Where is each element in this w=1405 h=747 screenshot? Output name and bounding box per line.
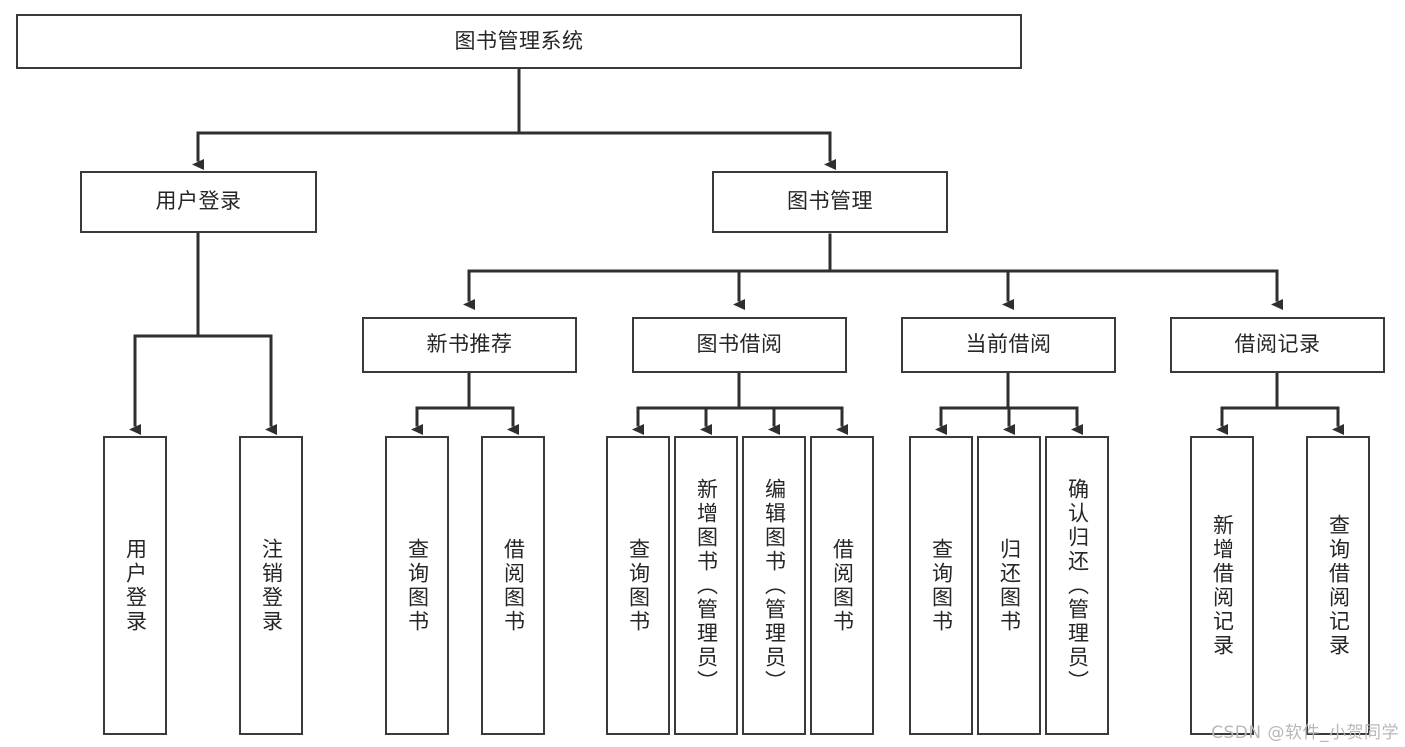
node-borrow-record[interactable]: 借阅记录: [1170, 317, 1385, 373]
node-leaf-label: 查询图书: [405, 537, 430, 634]
node-new-book-recommend[interactable]: 新书推荐: [362, 317, 577, 373]
node-leaf-new-book-query[interactable]: 查询图书: [385, 436, 449, 735]
node-leaf-label: 确认归还（管理员）: [1065, 477, 1090, 694]
node-leaf-user-login-logout[interactable]: 注销登录: [239, 436, 303, 735]
node-book-manage[interactable]: 图书管理: [712, 171, 948, 233]
node-leaf-label: 查询借阅记录: [1326, 513, 1351, 658]
node-leaf-book-borrow-edit[interactable]: 编辑图书（管理员）: [742, 436, 806, 735]
node-leaf-book-borrow-add[interactable]: 新增图书（管理员）: [674, 436, 738, 735]
node-leaf-label: 用户登录: [123, 537, 148, 634]
node-root-label: 图书管理系统: [454, 28, 584, 53]
node-current-borrow[interactable]: 当前借阅: [901, 317, 1116, 373]
watermark: CSDN @软件_小贺同学: [1211, 723, 1399, 743]
node-leaf-current-borrow-confirm[interactable]: 确认归还（管理员）: [1045, 436, 1109, 735]
node-book-manage-label: 图书管理: [787, 189, 873, 214]
node-leaf-label: 归还图书: [997, 537, 1022, 634]
node-leaf-new-book-borrow[interactable]: 借阅图书: [481, 436, 545, 735]
node-user-login-label: 用户登录: [155, 189, 242, 214]
node-root[interactable]: 图书管理系统: [16, 14, 1022, 69]
node-leaf-borrow-record-add[interactable]: 新增借阅记录: [1190, 436, 1254, 735]
node-leaf-label: 借阅图书: [501, 537, 526, 634]
node-leaf-label: 编辑图书（管理员）: [762, 477, 787, 694]
node-borrow-record-label: 借阅记录: [1234, 332, 1321, 357]
node-leaf-user-login-login[interactable]: 用户登录: [103, 436, 167, 735]
node-leaf-label: 查询图书: [929, 537, 954, 634]
node-leaf-label: 借阅图书: [830, 537, 855, 634]
node-leaf-current-borrow-query[interactable]: 查询图书: [909, 436, 973, 735]
node-new-book-recommend-label: 新书推荐: [426, 332, 513, 357]
node-leaf-label: 查询图书: [626, 537, 651, 634]
node-leaf-label: 新增借阅记录: [1210, 513, 1235, 658]
node-leaf-book-borrow-query[interactable]: 查询图书: [606, 436, 670, 735]
node-leaf-label: 注销登录: [259, 537, 284, 634]
node-leaf-book-borrow-borrow[interactable]: 借阅图书: [810, 436, 874, 735]
node-book-borrow[interactable]: 图书借阅: [632, 317, 847, 373]
node-leaf-current-borrow-return[interactable]: 归还图书: [977, 436, 1041, 735]
node-user-login[interactable]: 用户登录: [80, 171, 317, 233]
node-current-borrow-label: 当前借阅: [965, 332, 1052, 357]
node-leaf-borrow-record-query[interactable]: 查询借阅记录: [1306, 436, 1370, 735]
node-leaf-label: 新增图书（管理员）: [694, 477, 719, 694]
node-book-borrow-label: 图书借阅: [696, 332, 783, 357]
